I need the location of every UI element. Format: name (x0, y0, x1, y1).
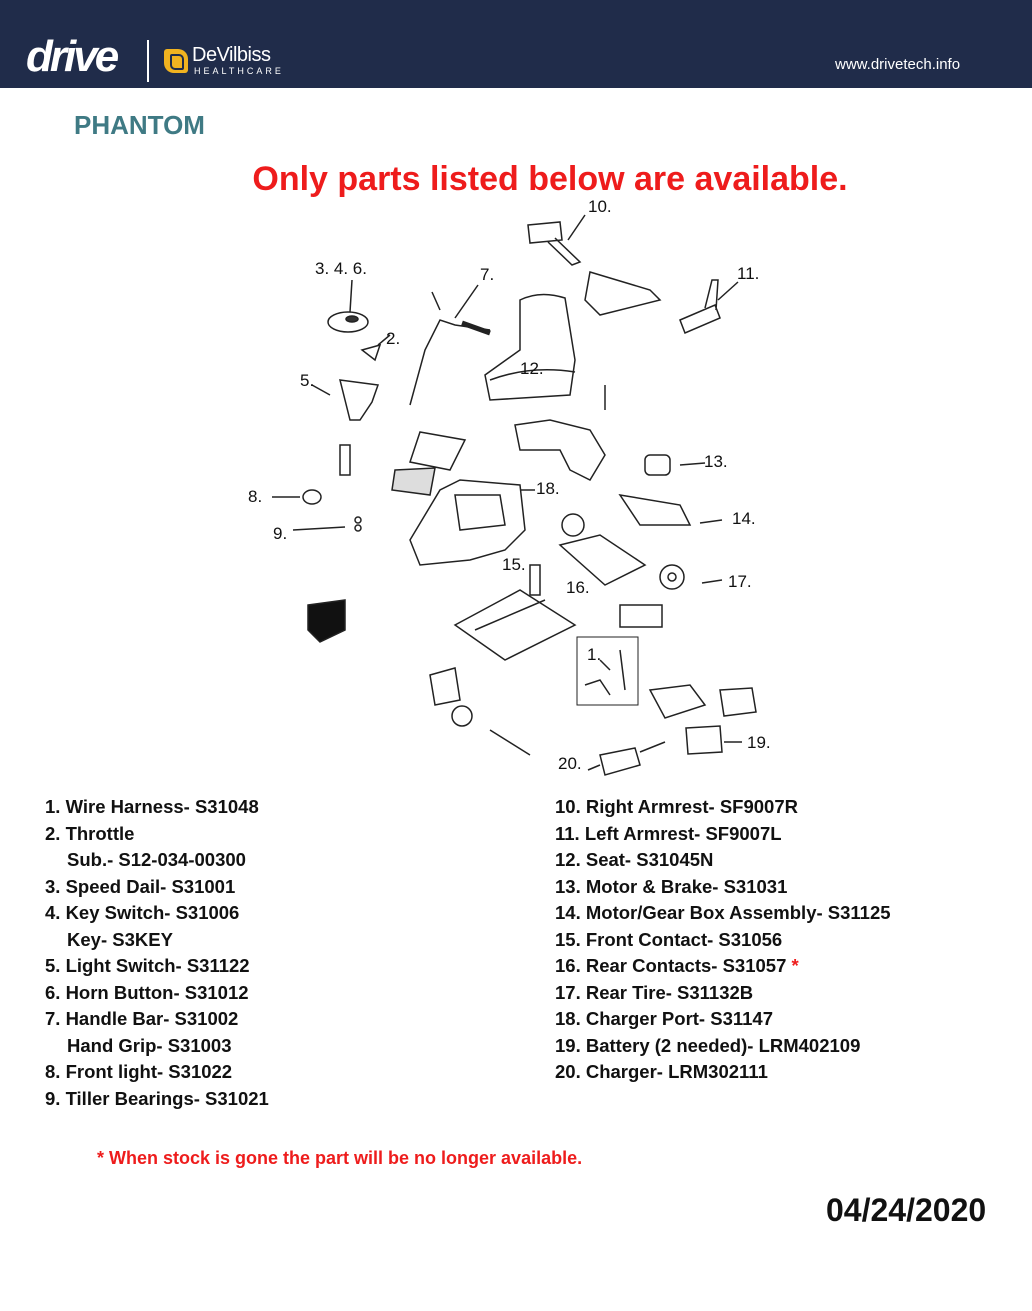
part-item: 8. Front light- S31022 (45, 1061, 233, 1082)
header-bar: drive DeVilbiss HEALTHCARE www.drivetech… (0, 0, 1032, 88)
parts-list-left: 1. Wire Harness- S31048 2. Throttle Sub.… (45, 794, 269, 1112)
page-title: PHANTOM (74, 110, 205, 140)
speed-dial-drawing (327, 279, 369, 333)
part-item: 17. Rear Tire- S31132B (555, 981, 754, 1003)
battery-tray-drawing (648, 684, 707, 719)
part-item: 10. Right Armrest- SF9007R (555, 796, 798, 817)
rear-frame-drawing (558, 513, 647, 586)
part-item: 11. Left Armrest- SF9007L (555, 822, 782, 844)
callout-9: 9. (273, 524, 288, 543)
part-item: 19. Battery (2 needed)- LRM402109 (555, 1034, 861, 1056)
callout-11: 11. (737, 264, 760, 283)
callout-2: 2. (386, 329, 401, 348)
part-item: 20. Charger- LRM302111 (555, 1061, 768, 1082)
battery-drawing (685, 687, 757, 755)
healthcare-logo-text: HEALTHCARE (194, 66, 284, 76)
part-item: 15. Front Contact- S31056 (555, 928, 783, 950)
part-item: 13. Motor & Brake- S31031 (555, 875, 788, 897)
drive-logo: drive (26, 32, 119, 81)
part-item: 1. Wire Harness- S31048 (45, 796, 259, 817)
part-item: 18. Charger Port- S31147 (555, 1008, 773, 1029)
part-subitem: Key- S3KEY (67, 928, 173, 950)
part-item: 9. Tiller Bearings- S31021 (45, 1087, 269, 1109)
part-item-with-asterisk: 16. Rear Contacts- S31057 * (555, 953, 891, 980)
seat-drawing (484, 293, 576, 401)
rear-tire-drawing (659, 564, 723, 590)
callout-19: 19. (747, 733, 771, 752)
part-item: 16. Rear Contacts- S31057 (555, 955, 787, 976)
website-url[interactable]: www.drivetech.info (835, 56, 961, 73)
front-frame-drawing (453, 564, 577, 661)
left-armrest-drawing (679, 279, 739, 334)
right-armrest-drawing (527, 214, 586, 266)
floor-mat-drawing (391, 431, 467, 496)
motor-brake-drawing (644, 454, 706, 476)
light-switch-housing-drawing (311, 379, 380, 421)
part-item: 3. Speed Dail- S31001 (45, 875, 236, 897)
part-item: 14. Motor/Gear Box Assembly- S31125 (555, 902, 891, 923)
wire-harness-box (576, 636, 639, 706)
devilbiss-logo-text: DeVilbiss (192, 44, 271, 66)
part-item: 5. Light Switch- S31122 (45, 955, 250, 976)
handle-bar-drawing (409, 284, 491, 406)
front-fork-drawing (429, 667, 531, 756)
callout-20: 20. (558, 754, 582, 773)
part-item: 7. Handle Bar- S31002 (45, 1008, 239, 1029)
callout-12: 12. (520, 359, 544, 378)
part-item: 12. Seat- S31045N (555, 849, 714, 870)
asterisk-mark: * (791, 955, 799, 976)
front-light-drawing (272, 489, 322, 505)
callout-8: 8. (248, 487, 263, 506)
stock-footnote: * When stock is gone the part will be no… (97, 1148, 583, 1168)
controller-drawing (619, 604, 663, 628)
rear-shroud-drawing (514, 419, 606, 481)
callout-13: 13. (704, 452, 728, 471)
callout-14: 14. (732, 509, 756, 528)
part-item: 2. Throttle (45, 822, 135, 844)
front-shroud-drawing (409, 479, 535, 566)
part-item: 6. Horn Button- S31012 (45, 981, 249, 1003)
callout-15: 15. (502, 555, 526, 574)
document-date: 04/24/2020 (826, 1192, 987, 1228)
callout-10: 10. (588, 197, 612, 216)
exploded-parts-diagram (272, 214, 757, 776)
availability-notice: Only parts listed below are available. (252, 160, 848, 198)
logo-divider (147, 40, 149, 82)
callout-1: 1. (587, 645, 602, 664)
part-subitem: Hand Grip- S31003 (67, 1034, 232, 1056)
part-item: 4. Key Switch- S31006 (45, 902, 240, 923)
devilbiss-logo-icon (164, 49, 188, 73)
callout-18: 18. (536, 479, 560, 498)
seat-post-drawing (584, 271, 662, 410)
callout-7: 7. (480, 265, 495, 284)
throttle-drawing (360, 334, 391, 362)
callout-17: 17. (728, 572, 752, 591)
charger-drawing (587, 741, 666, 776)
parts-list-right: 10. Right Armrest- SF9007R 11. Left Armr… (555, 794, 891, 1086)
callout-3-4-6: 3. 4. 6. (315, 259, 367, 278)
gearbox-assembly-drawing (618, 493, 723, 526)
part-subitem: Sub.- S12-034-00300 (67, 849, 246, 870)
basket-drawing (307, 599, 346, 643)
callout-16: 16. (566, 578, 590, 597)
tiller-bearings-drawing (292, 444, 362, 532)
callout-5: 5. (300, 371, 315, 390)
